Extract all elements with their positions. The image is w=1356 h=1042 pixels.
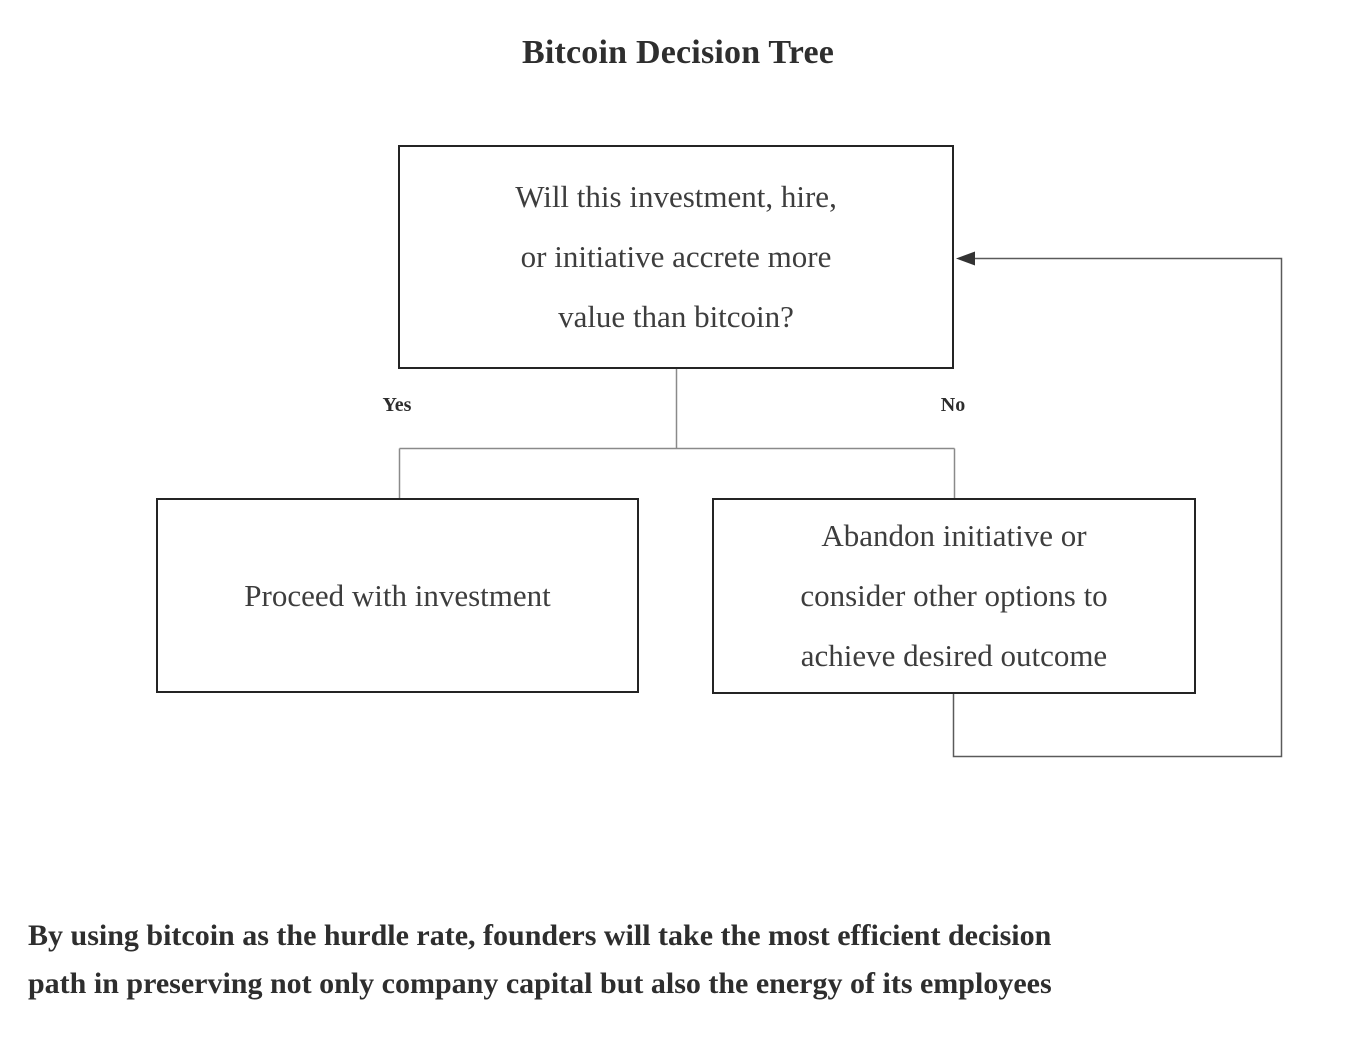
yes-branch-label: Yes (382, 394, 412, 416)
root-node-text-line: or initiative accrete more (520, 239, 832, 274)
abandon-outcome-node: Abandon initiative or consider other opt… (712, 498, 1196, 694)
abandon-node-text-line: achieve desired outcome (800, 638, 1108, 673)
proceed-outcome-node: Proceed with investment (156, 498, 639, 693)
root-decision-node: Will this investment, hire, or initiativ… (398, 145, 954, 369)
caption-text-line: path in preserving not only company capi… (28, 967, 1052, 1000)
page-title: Bitcoin Decision Tree (521, 34, 835, 71)
proceed-node-text-line: Proceed with investment (244, 577, 551, 613)
abandon-node-text-line: Abandon initiative or (821, 518, 1087, 553)
root-node-text-line: value than bitcoin? (558, 299, 794, 334)
feedback-loop-arrowhead-icon (956, 251, 975, 266)
root-node-text-line: Will this investment, hire, (515, 179, 837, 214)
abandon-node-text-line: consider other options to (800, 578, 1108, 613)
no-branch-label: No (940, 394, 966, 416)
caption-text-line: By using bitcoin as the hurdle rate, fou… (28, 919, 1052, 952)
caption-paragraph: By using bitcoin as the hurdle rate, fou… (28, 912, 1348, 1008)
